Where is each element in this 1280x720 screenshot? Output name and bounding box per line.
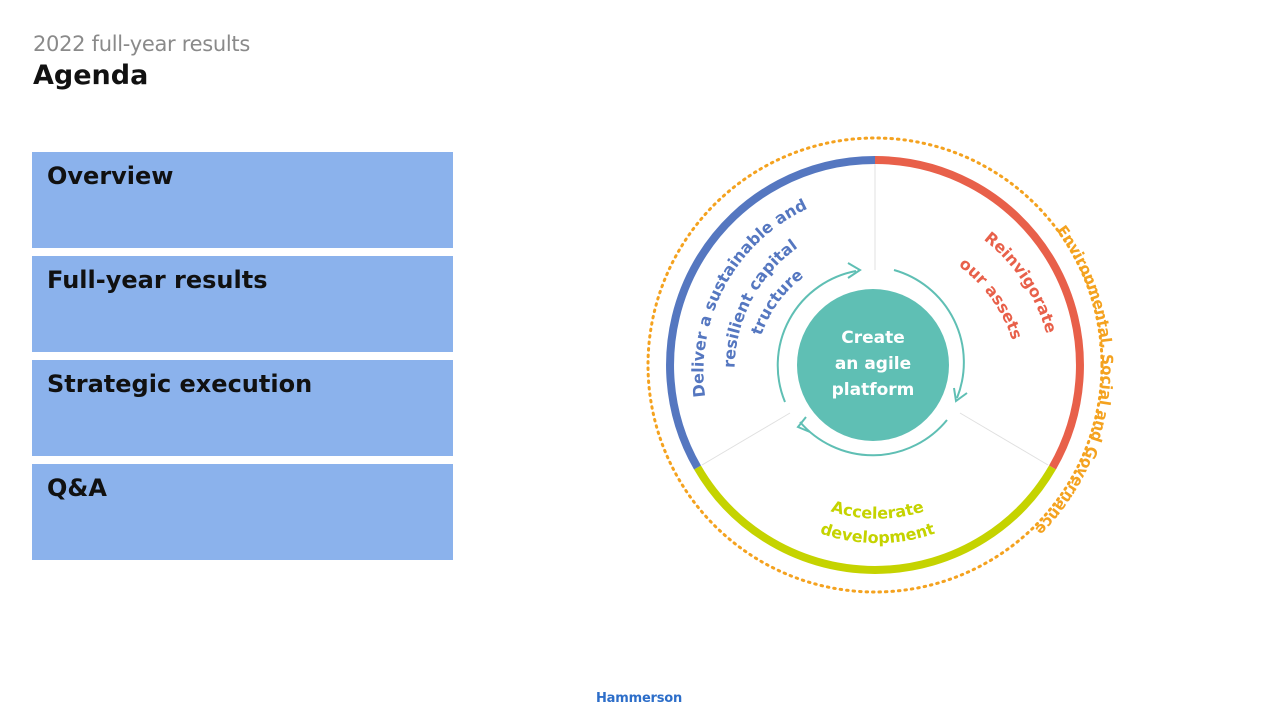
center-label-line2: an agile (835, 354, 911, 374)
center-label-line3: platform (832, 380, 915, 400)
slide-title: Agenda (33, 60, 149, 91)
center-circle (797, 289, 949, 441)
esg-dotted-ring (646, 136, 1104, 594)
esg-outer-label: Environmental, Social and Governance (1032, 222, 1117, 539)
slide-subtitle: 2022 full-year results (33, 32, 250, 56)
cycle-arrow-arc (799, 419, 948, 457)
cycle-arrow-arc (776, 270, 857, 403)
hammerson-logo: Hammerson (596, 691, 683, 706)
agenda-item-full-year-results[interactable]: Full-year results (32, 256, 453, 352)
cycle-arrow-arc (893, 269, 965, 399)
cycle-arrowhead (847, 262, 862, 279)
ring-segment-blue (666, 156, 876, 470)
green-segment-label: Accelerate (829, 497, 926, 523)
agenda-item-overview[interactable]: Overview (32, 152, 453, 248)
agenda-item-qa[interactable]: Q&A (32, 464, 453, 560)
ring-segment-red (874, 156, 1084, 470)
agenda-item-strategic-execution[interactable]: Strategic execution (32, 360, 453, 456)
cycle-arrowhead (796, 416, 811, 433)
agenda-list: Overview Full-year results Strategic exe… (32, 152, 453, 568)
strategy-wheel: Create an agile platform Deliver a susta… (625, 105, 1117, 594)
strategy-diagram: Create an agile platform Deliver a susta… (625, 105, 1120, 610)
cycle-arrowhead (953, 387, 968, 403)
ring-segment-green (694, 465, 1056, 574)
segment-divider (959, 412, 1049, 466)
green-segment-label-2: development (818, 519, 937, 547)
center-label-line1: Create (841, 328, 905, 348)
segment-divider (701, 412, 791, 466)
